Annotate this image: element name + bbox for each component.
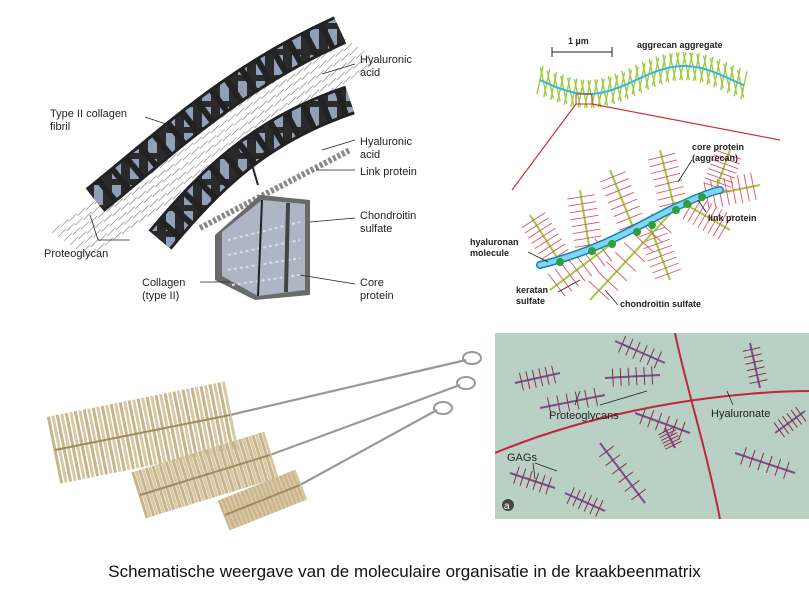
label-link-protein: link protein: [708, 213, 757, 223]
link-proteins: [556, 193, 706, 266]
collagen-proteoglycan-diagram: Hyaluronic acid Type II collagen fibril …: [44, 16, 417, 302]
label-proteoglycan: Proteoglycan: [44, 248, 108, 260]
label-hyaluronan-line1: hyaluronan: [470, 237, 519, 247]
label-keratan-line2: sulfate: [516, 296, 545, 306]
label-type2-collagen-line1: Type II collagen: [50, 108, 127, 120]
label-chondroitin-sulfate: chondroitin sulfate: [620, 299, 701, 309]
label-gags: GAGs: [507, 452, 537, 464]
label-hyaluronic-acid-2-line2: acid: [360, 149, 380, 161]
aggrecan-aggregate-diagram: 1 µm aggrecan aggregate core protein (ag…: [470, 36, 781, 309]
label-collagen-type2-line1: Collagen: [142, 277, 185, 289]
gag-structures: [509, 335, 807, 517]
label-panel-letter: a: [504, 501, 510, 512]
label-aggrecan-aggregate: aggrecan aggregate: [637, 40, 723, 50]
proteoglycan-hyaluronate-diagram: Proteoglycans Hyaluronate GAGs a: [495, 333, 809, 519]
label-link-protein: Link protein: [360, 166, 417, 178]
label-core-protein-line1: core protein: [692, 142, 744, 152]
zoomed-collagen-block: [215, 195, 310, 300]
label-type2-collagen-line2: fibril: [50, 121, 70, 133]
label-core-protein-line2: protein: [360, 290, 394, 302]
label-chondroitin-line2: sulfate: [360, 223, 392, 235]
label-keratan-line1: keratan: [516, 285, 548, 295]
aggregate-zoom: [521, 149, 761, 301]
label-hyaluronic-acid-1-line1: Hyaluronic: [360, 54, 412, 66]
label-hyaluronic-acid-2-line1: Hyaluronic: [360, 136, 412, 148]
label-hyaluronic-acid-1-line2: acid: [360, 67, 380, 79]
label-hyaluronate: Hyaluronate: [711, 408, 770, 420]
hyaluronate-strand-vertical: [674, 333, 721, 519]
label-chondroitin-line1: Chondroitin: [360, 210, 416, 222]
figure-caption: Schematische weergave van de moleculaire…: [108, 562, 701, 581]
hyaluronic-acid-strand: [198, 147, 352, 231]
label-hyaluronan-line2: molecule: [470, 248, 509, 258]
label-scale: 1 µm: [568, 36, 589, 46]
proteoglycan-fuzz: [51, 34, 377, 258]
label-core-protein-line1: Core: [360, 277, 384, 289]
magnifier-ring: [237, 137, 267, 159]
bottle-brushes-image: [46, 351, 482, 530]
panel-letter-badge: [502, 499, 514, 511]
hyaluronate-strand-main: [495, 390, 809, 454]
label-proteoglycans: Proteoglycans: [549, 410, 619, 422]
aggregate-overview: [536, 51, 748, 109]
label-collagen-type2-line2: (type II): [142, 290, 179, 302]
label-core-protein-line2: (aggrecan): [692, 153, 738, 163]
